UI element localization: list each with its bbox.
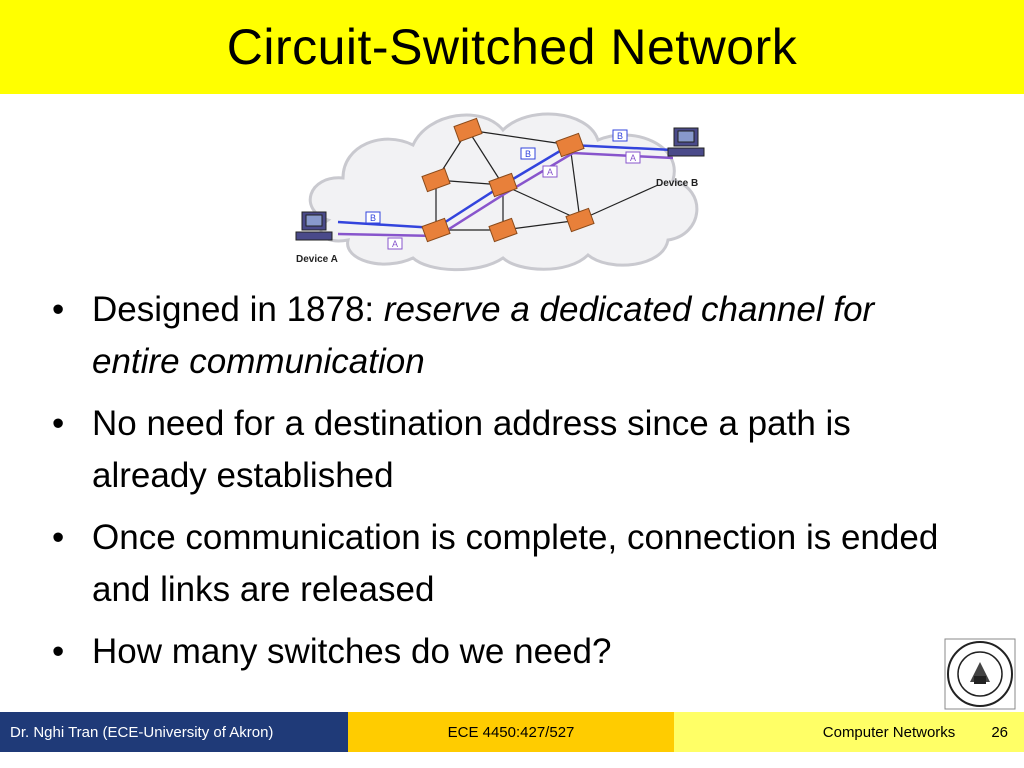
- university-seal-icon: [944, 638, 1016, 710]
- bullet-text: No need for a destination address since …: [92, 404, 851, 495]
- bullet-item: • Designed in 1878: reserve a dedicated …: [52, 284, 962, 388]
- bullet-dot-icon: •: [52, 290, 65, 329]
- device-a-label: Device A: [296, 254, 338, 265]
- packet-b-label: B: [525, 149, 531, 159]
- device-b-label: Device B: [656, 178, 698, 189]
- device-b-computer-icon: [667, 127, 705, 157]
- slide-title: Circuit-Switched Network: [226, 19, 798, 75]
- bullet-item: • Once communication is complete, connec…: [52, 512, 962, 616]
- bullet-text: Once communication is complete, connecti…: [92, 518, 939, 609]
- switch-icon: [421, 217, 451, 243]
- packet-b-label: B: [617, 131, 623, 141]
- switch-icon: [565, 207, 595, 233]
- packet-b-label: B: [370, 213, 376, 223]
- bullet-item: • No need for a destination address sinc…: [52, 398, 962, 502]
- footer-subject-text: Computer Networks: [822, 723, 956, 741]
- switches: [421, 117, 595, 243]
- title-bar: Circuit-Switched Network: [0, 0, 1024, 94]
- bullet-text: Designed in 1878:: [92, 290, 384, 329]
- device-a-computer-icon: [295, 211, 333, 241]
- bullet-emphasis: reserve a dedicated channel for entire c…: [92, 290, 875, 381]
- slide-footer: Dr. Nghi Tran (ECE-University of Akron) …: [0, 712, 1024, 752]
- footer-course: ECE 4450:427/527: [348, 712, 674, 752]
- network-links: [435, 129, 659, 231]
- packets: B A B A B A: [365, 129, 641, 250]
- packet-a-label: A: [630, 153, 636, 163]
- bullet-dot-icon: •: [52, 518, 65, 557]
- bullet-dot-icon: •: [52, 632, 65, 671]
- bullet-dot-icon: •: [52, 404, 65, 443]
- footer-author-text: Dr. Nghi Tran (ECE-University of Akron): [10, 723, 274, 741]
- footer-author: Dr. Nghi Tran (ECE-University of Akron): [0, 712, 348, 752]
- footer-course-text: ECE 4450:427/527: [447, 723, 575, 741]
- page-number: 26: [991, 723, 1008, 741]
- switch-icon: [453, 117, 483, 143]
- packet-a-label: A: [547, 167, 553, 177]
- packet-a-label: A: [392, 239, 398, 249]
- circuit-network-diagram: B A B A B A Device A Device B: [295, 112, 705, 272]
- switch-icon: [421, 167, 451, 193]
- bullet-item: • How many switches do we need?: [52, 626, 962, 678]
- bullet-list: • Designed in 1878: reserve a dedicated …: [52, 284, 962, 688]
- switch-icon: [488, 217, 518, 243]
- switch-icon: [488, 172, 518, 198]
- bullet-text: How many switches do we need?: [92, 632, 612, 671]
- switch-icon: [555, 132, 585, 158]
- footer-subject: Computer Networks 26: [674, 712, 1024, 752]
